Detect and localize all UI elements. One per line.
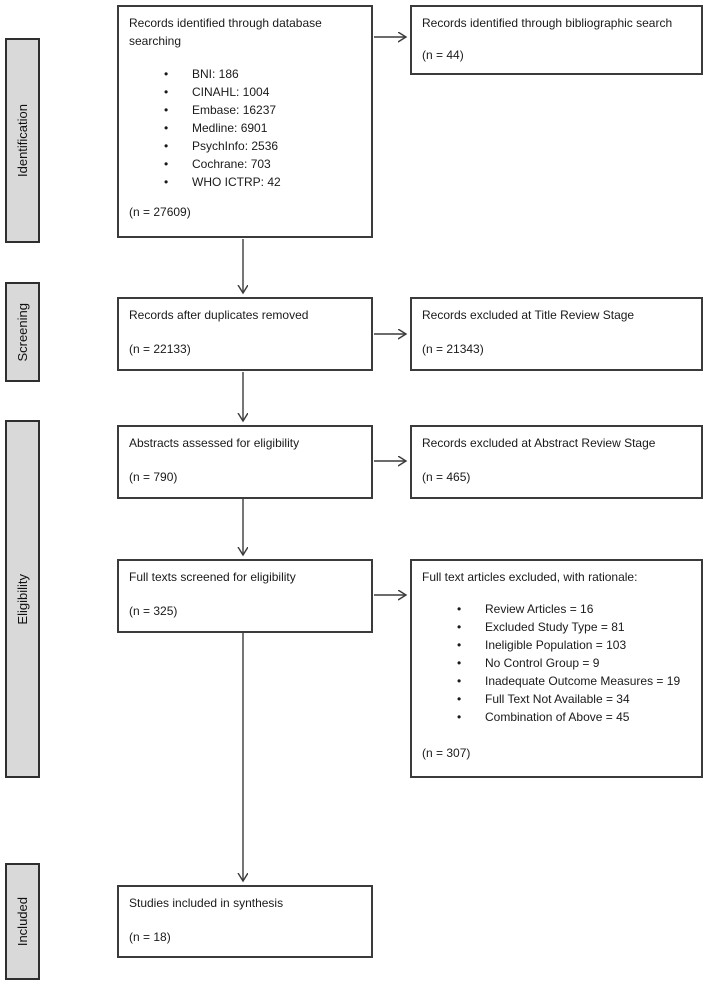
box-abstract-review-excluded: Records excluded at Abstract Review Stag… — [410, 425, 703, 499]
stage-label: Screening — [15, 302, 30, 362]
record-count: (n = 44) — [422, 48, 464, 62]
stage-eligibility: Eligibility — [5, 420, 40, 778]
box-database-search: Records identified through database sear… — [117, 5, 373, 238]
box-title: Studies included in synthesis — [129, 896, 284, 910]
record-count: (n = 307) — [422, 746, 471, 760]
box-title: Records identified through bibliographic… — [422, 16, 673, 30]
stage-screening: Screening — [5, 282, 40, 382]
record-count: (n = 18) — [129, 930, 171, 944]
stage-label: Eligibility — [15, 573, 30, 625]
list-item: Medline: 6901 — [129, 119, 361, 137]
box-fulltext-excluded: Full text articles excluded, with ration… — [410, 559, 703, 778]
box-title: Records after duplicates removed — [129, 308, 309, 322]
list-item: PsychInfo: 2536 — [129, 137, 361, 155]
record-count: (n = 790) — [129, 470, 178, 484]
list-item: Excluded Study Type = 81 — [422, 618, 691, 636]
box-abstracts-assessed: Abstracts assessed for eligibility (n = … — [117, 425, 373, 499]
list-item: No Control Group = 9 — [422, 654, 691, 672]
list-item: WHO ICTRP: 42 — [129, 173, 361, 191]
box-title: Abstracts assessed for eligibility — [129, 436, 300, 450]
box-fulltext-screened: Full texts screened for eligibility (n =… — [117, 559, 373, 633]
record-count: (n = 27609) — [129, 205, 191, 219]
list-item: Review Articles = 16 — [422, 600, 691, 618]
box-title: Full text articles excluded, with ration… — [422, 570, 638, 584]
list-item: Embase: 16237 — [129, 101, 361, 119]
list-item: CINAHL: 1004 — [129, 83, 361, 101]
stage-identification: Identification — [5, 38, 40, 243]
box-included-synthesis: Studies included in synthesis (n = 18) — [117, 885, 373, 958]
list-item: Cochrane: 703 — [129, 155, 361, 173]
exclusion-reason-list: Review Articles = 16 Excluded Study Type… — [422, 600, 691, 726]
stage-label: Identification — [15, 104, 30, 177]
stage-included: Included — [5, 863, 40, 980]
box-bibliographic-search: Records identified through bibliographic… — [410, 5, 703, 75]
box-title: Records excluded at Title Review Stage — [422, 308, 635, 322]
list-item: Full Text Not Available = 34 — [422, 690, 691, 708]
box-title: Records excluded at Abstract Review Stag… — [422, 436, 656, 450]
record-count: (n = 465) — [422, 470, 471, 484]
list-item: Combination of Above = 45 — [422, 708, 691, 726]
box-title-review-excluded: Records excluded at Title Review Stage (… — [410, 297, 703, 371]
list-item: Inadequate Outcome Measures = 19 — [422, 672, 691, 690]
list-item: BNI: 186 — [129, 65, 361, 83]
box-duplicates-removed: Records after duplicates removed (n = 22… — [117, 297, 373, 371]
record-count: (n = 325) — [129, 604, 178, 618]
list-item: Ineligible Population = 103 — [422, 636, 691, 654]
stage-label: Included — [15, 896, 30, 947]
database-source-list: BNI: 186 CINAHL: 1004 Embase: 16237 Medl… — [129, 65, 361, 191]
record-count: (n = 21343) — [422, 342, 484, 356]
record-count: (n = 22133) — [129, 342, 191, 356]
box-title: Records identified through database sear… — [129, 16, 322, 48]
box-title: Full texts screened for eligibility — [129, 570, 296, 584]
